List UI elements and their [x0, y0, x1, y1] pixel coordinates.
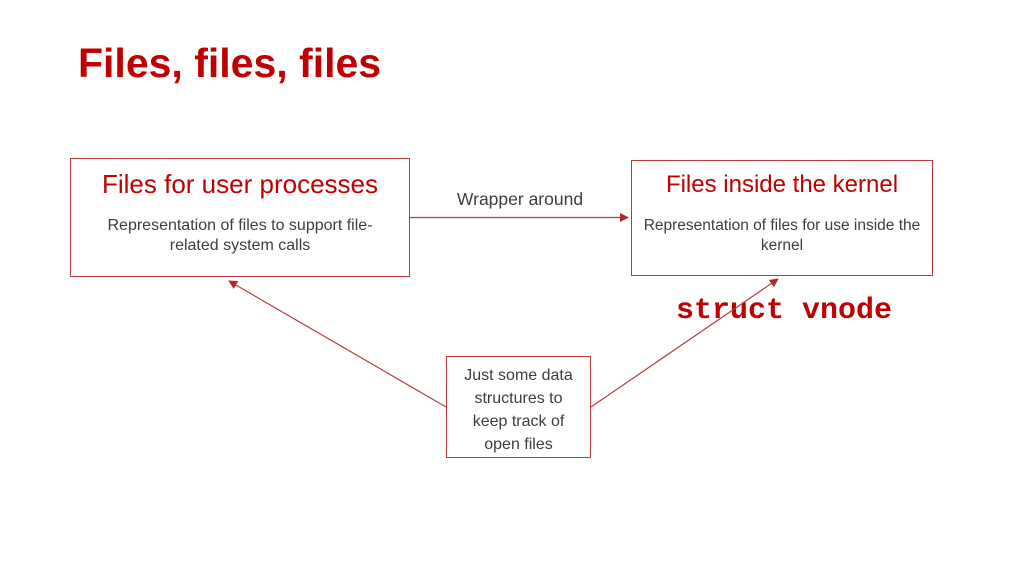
box-data-structures: Just some data structures to keep track … [446, 356, 591, 458]
box-files-for-user-processes-heading: Files for user processes [102, 169, 378, 199]
box-files-inside-the-kernel: Files inside the kernel Representation o… [631, 160, 933, 276]
slide-title: Files, files, files [78, 40, 382, 86]
box-files-inside-the-kernel-heading: Files inside the kernel [665, 171, 899, 198]
struct-vnode-label: struct vnode [675, 294, 893, 328]
box-files-for-user-processes-body: Representation of files to support file-… [107, 216, 373, 255]
box-files-inside-the-kernel-body: Representation of files for use inside t… [643, 217, 921, 255]
arrow-to-user-processes [228, 280, 447, 408]
wrapper-around-label: Wrapper around [456, 189, 584, 209]
box-files-for-user-processes: Files for user processes Representation … [70, 158, 410, 277]
box-data-structures-body: Just some data structures to keep track … [464, 367, 573, 453]
